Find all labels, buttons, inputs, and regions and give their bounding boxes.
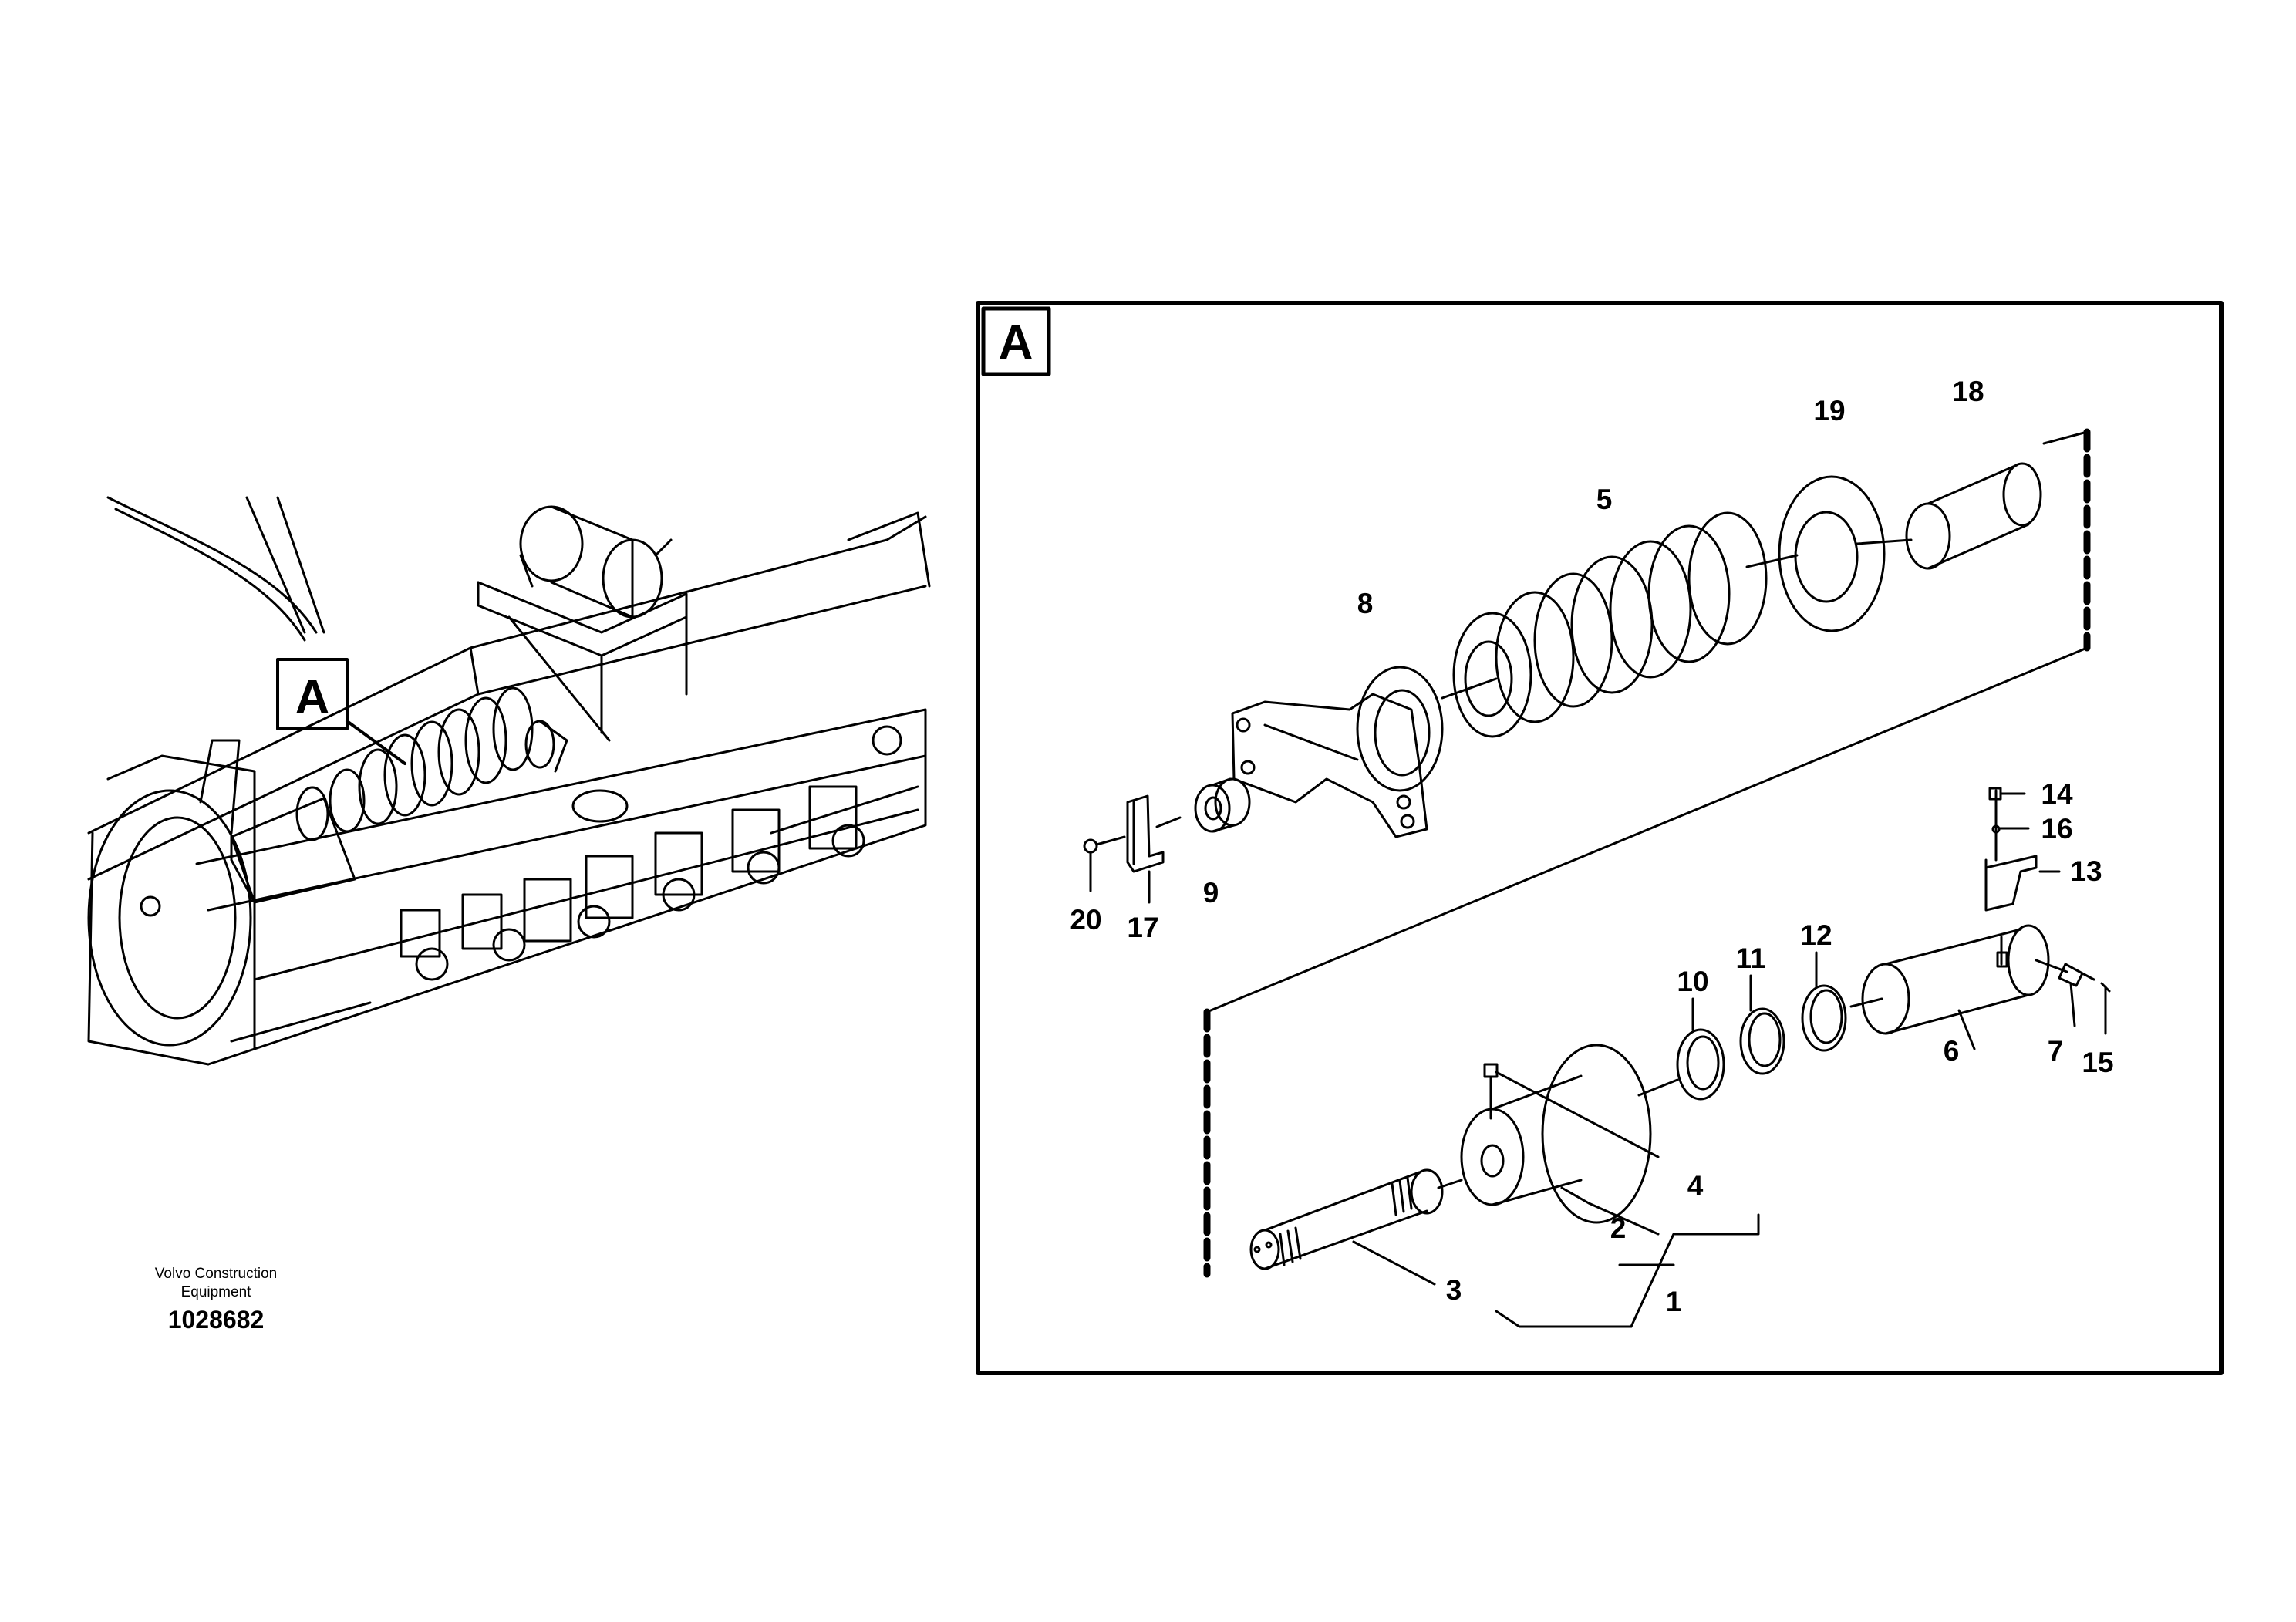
part-11-ring bbox=[1739, 974, 1785, 1075]
detail-frame-label-box bbox=[981, 306, 1051, 376]
callout-17: 17 bbox=[1127, 912, 1158, 943]
detail-frame-border bbox=[976, 301, 2224, 1375]
document-number: 1028682 bbox=[167, 1306, 265, 1334]
part-17-bracket bbox=[1126, 794, 1165, 904]
part-20-bolt bbox=[1083, 835, 1126, 892]
undercarriage-overview bbox=[87, 496, 931, 1066]
callout-14: 14 bbox=[2041, 778, 2073, 810]
callout-2: 2 bbox=[1610, 1212, 1627, 1244]
callout-4: 4 bbox=[1687, 1170, 1704, 1202]
part-5-spring bbox=[1452, 511, 1799, 738]
callout-5: 5 bbox=[1596, 484, 1613, 515]
callout-11: 11 bbox=[1735, 943, 1765, 974]
brand-caption: Volvo Construction Equipment bbox=[116, 1265, 316, 1302]
part-2-piston bbox=[1460, 1044, 1660, 1236]
callout-20: 20 bbox=[1070, 904, 1101, 936]
callout-1: 1 bbox=[1666, 1286, 1682, 1317]
part-12-ring bbox=[1801, 951, 1847, 1052]
callout-8: 8 bbox=[1357, 588, 1374, 619]
callout-7: 7 bbox=[2048, 1035, 2064, 1067]
part-4-screw bbox=[1483, 1063, 1660, 1158]
part-3-rod bbox=[1249, 1168, 1463, 1286]
detail-frame-label: A bbox=[999, 316, 1033, 369]
callout-12: 12 bbox=[1800, 919, 1832, 951]
callout-6: 6 bbox=[1944, 1035, 1960, 1067]
overview-label-box bbox=[276, 658, 349, 730]
callout-18: 18 bbox=[1952, 376, 1984, 407]
part-10-ring bbox=[1676, 997, 1725, 1101]
callout-13: 13 bbox=[2070, 855, 2102, 887]
callout-19: 19 bbox=[1813, 395, 1845, 427]
part-13-plate bbox=[1984, 855, 2038, 912]
callout-labels: 1 2 3 4 5 6 7 8 9 10 11 12 13 14 15 16 1… bbox=[1070, 376, 2113, 1317]
callout-10: 10 bbox=[1677, 966, 1708, 997]
callout-16: 16 bbox=[2041, 813, 2072, 845]
part-9-nut bbox=[1155, 777, 1251, 833]
part-18-sleeve bbox=[1905, 462, 2042, 570]
overview-label: A bbox=[295, 671, 330, 724]
brand-line-1: Volvo Construction bbox=[154, 1266, 278, 1282]
brand-line-2: Equipment bbox=[180, 1284, 251, 1300]
callout-15: 15 bbox=[2082, 1047, 2113, 1078]
tensioner-spring-overview bbox=[230, 686, 629, 904]
callout-9: 9 bbox=[1203, 877, 1219, 909]
part-6-cylinder bbox=[1849, 924, 2050, 1050]
part-7-fitting bbox=[2035, 959, 2095, 1027]
part-8-yoke bbox=[1231, 666, 1498, 838]
callout-3: 3 bbox=[1446, 1274, 1462, 1306]
part-19-washer bbox=[1778, 475, 1913, 632]
